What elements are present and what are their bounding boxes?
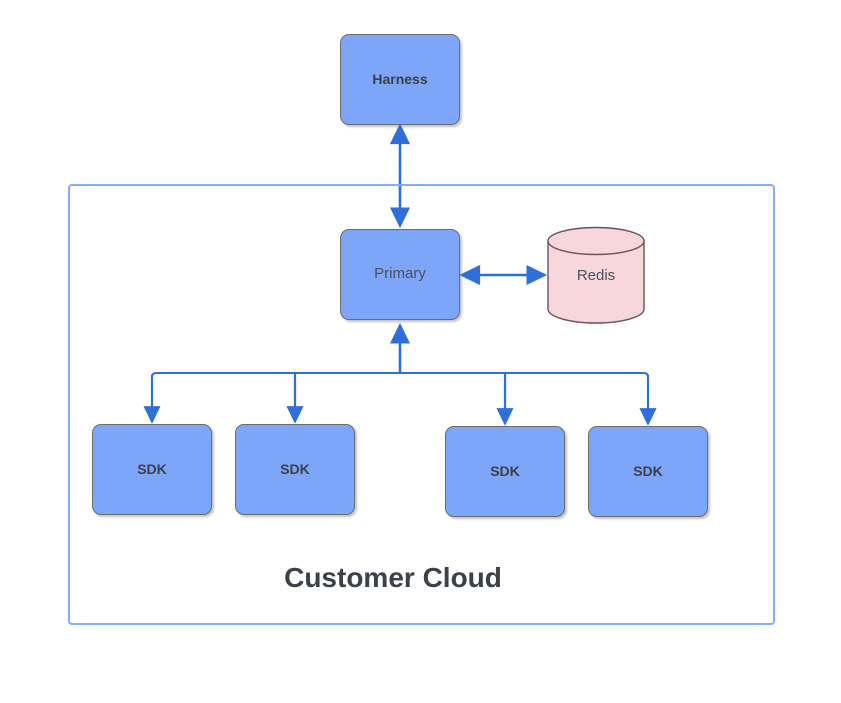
node-sdk-2-label: SDK bbox=[280, 460, 310, 477]
customer-cloud-container bbox=[68, 184, 775, 625]
customer-cloud-label: Customer Cloud bbox=[284, 562, 502, 593]
node-redis-label: Redis bbox=[576, 266, 616, 284]
node-primary[interactable]: Primary bbox=[340, 229, 460, 320]
node-harness[interactable]: Harness bbox=[340, 34, 460, 125]
node-primary-label: Primary bbox=[374, 265, 426, 283]
node-sdk-4[interactable]: SDK bbox=[588, 426, 708, 517]
node-redis[interactable]: Redis bbox=[546, 226, 646, 324]
node-harness-label: Harness bbox=[372, 70, 428, 87]
node-sdk-2[interactable]: SDK bbox=[235, 424, 355, 515]
node-sdk-3-label: SDK bbox=[490, 462, 520, 479]
redis-cylinder-body bbox=[547, 240, 645, 324]
node-sdk-3[interactable]: SDK bbox=[445, 426, 565, 517]
node-sdk-1[interactable]: SDK bbox=[92, 424, 212, 515]
node-sdk-1-label: SDK bbox=[137, 460, 167, 477]
redis-cylinder-top bbox=[547, 226, 645, 256]
node-sdk-4-label: SDK bbox=[633, 462, 663, 479]
